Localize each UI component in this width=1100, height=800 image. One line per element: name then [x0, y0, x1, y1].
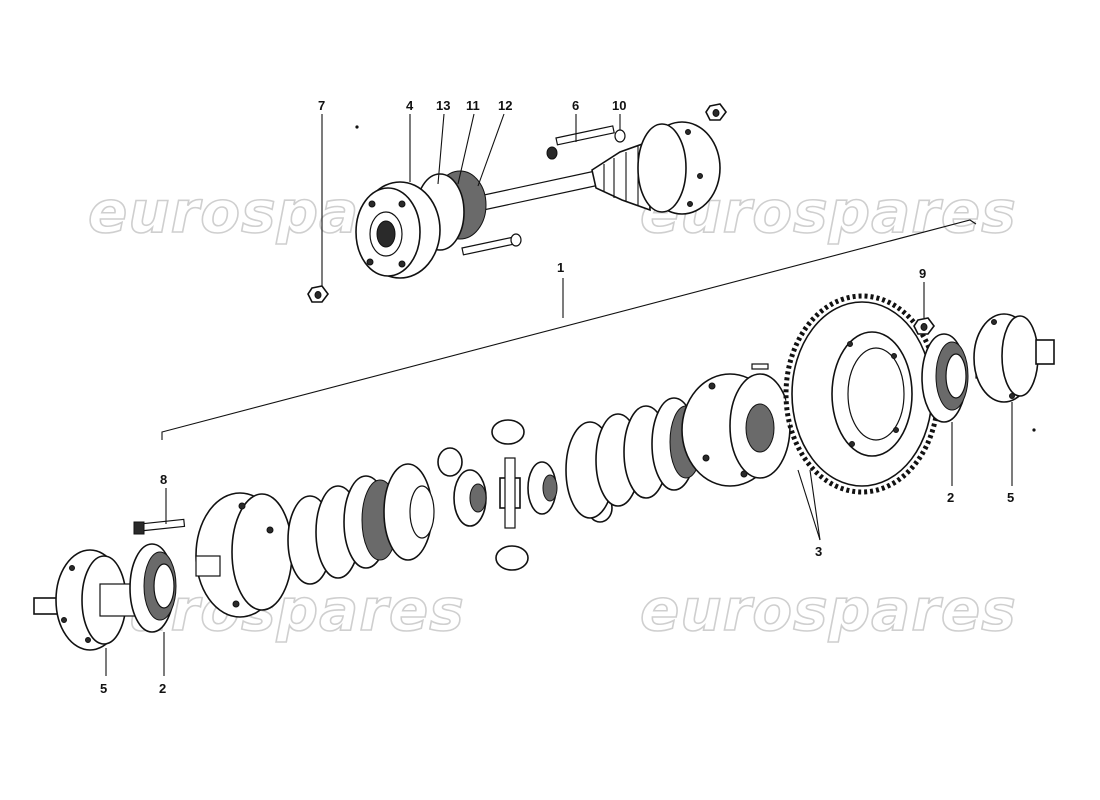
callout-9: 9 — [919, 266, 926, 281]
bolt-lower — [461, 233, 522, 256]
callout-12: 12 — [498, 98, 512, 113]
callout-8: 8 — [160, 472, 167, 487]
washer-10 — [614, 129, 626, 143]
callout-5-left: 5 — [100, 681, 107, 696]
cv-boot — [591, 140, 651, 212]
pinion-gear-top — [491, 419, 525, 445]
drive-shaft — [469, 169, 605, 213]
callout-1: 1 — [557, 260, 564, 275]
watermark-bottom-right: eurospares — [640, 576, 1017, 644]
callout-13: 13 — [436, 98, 450, 113]
callout-2-right: 2 — [947, 490, 954, 505]
callout-4: 4 — [406, 98, 414, 113]
pinion-gear-bottom — [495, 545, 529, 571]
differential-assembly — [33, 293, 1055, 651]
clutch-plate-stack-right — [565, 397, 703, 519]
bolt-6 — [546, 125, 615, 160]
callout-3: 3 — [815, 544, 822, 559]
ring-gear — [783, 293, 941, 495]
callout-6: 6 — [572, 98, 579, 113]
callouts: 1 7 4 13 11 12 6 10 8 9 5 2 3 2 5 — [100, 98, 1014, 696]
drive-shaft-assembly — [307, 103, 727, 303]
callout-11: 11 — [466, 98, 480, 113]
assembly-bracket — [161, 219, 977, 440]
callout-7: 7 — [318, 98, 325, 113]
callout-5-right: 5 — [1007, 490, 1014, 505]
spider-gears — [437, 419, 613, 571]
leader-lines — [105, 113, 1013, 676]
small-bolt — [751, 363, 769, 370]
pinion-gear-a — [437, 447, 463, 477]
bolt-8 — [139, 518, 186, 532]
callout-10: 10 — [612, 98, 626, 113]
clutch-plate-stack-left — [287, 463, 435, 585]
callout-2-left: 2 — [159, 681, 166, 696]
